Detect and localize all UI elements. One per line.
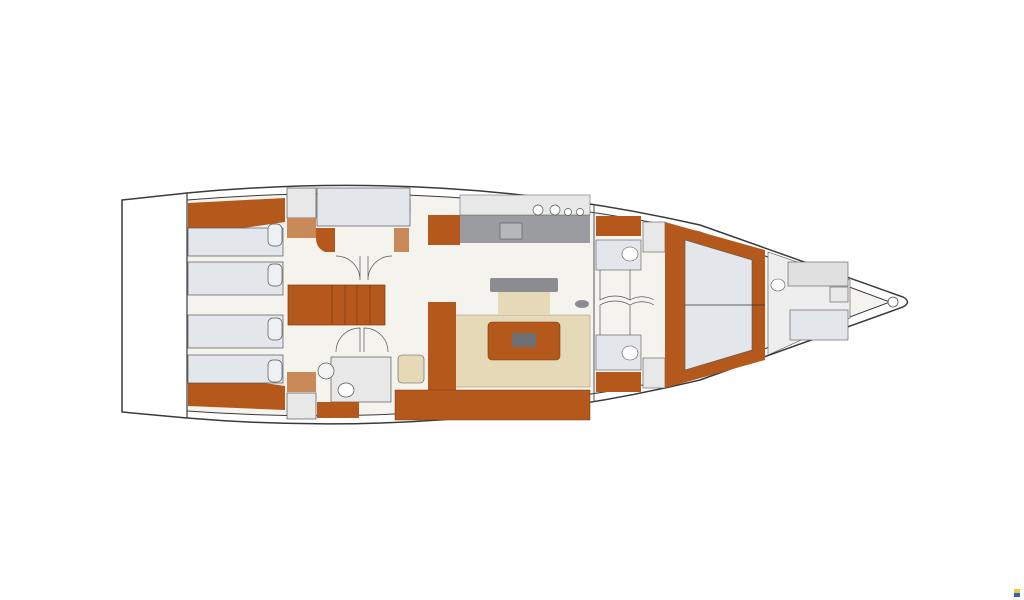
fwd-toilet-port-icon (621, 246, 639, 262)
nav-seat-cushion (498, 292, 550, 314)
aft-port-wood-panel (188, 198, 285, 236)
galley-counter (460, 215, 590, 243)
hanging-locker-fwd-stbd (642, 357, 666, 389)
hanging-locker-fwd-port (642, 221, 666, 253)
companionway-stairs (287, 284, 386, 326)
table-center-inlay (512, 333, 536, 347)
door-swings (335, 255, 655, 353)
galley-sink-icon (499, 222, 523, 240)
saloon-cabinet (428, 302, 456, 390)
forepeak-berth (789, 309, 849, 341)
stove-burners-icon (532, 204, 584, 216)
brand-mark-logo (1014, 589, 1020, 597)
mid-berth (316, 187, 411, 227)
saloon-side-cabinets (394, 389, 591, 421)
aft-cabinet-stbd (287, 372, 316, 392)
fwd-head-cabinet-port (596, 216, 641, 236)
aft-berth-3 (187, 314, 284, 349)
toilet-icon (337, 382, 355, 398)
aft-head (330, 356, 392, 403)
stair-treads (331, 285, 371, 325)
forepeak-sink (829, 286, 849, 303)
aft-berth-4 (187, 354, 284, 384)
fwd-toilet-stbd-icon (621, 345, 639, 361)
aft-head-cabinet (317, 402, 359, 418)
forepeak-toilet-icon (770, 278, 786, 292)
fwd-head-cabinet-stbd (596, 372, 641, 392)
sink-icon (317, 362, 335, 380)
wood-cabinet (394, 228, 409, 252)
hanging-locker-aft-port (286, 187, 317, 219)
forepeak-cabinet (787, 261, 849, 287)
aft-berth-1 (187, 227, 284, 257)
nav-seat-backrest (490, 278, 558, 292)
anchor-locker-icon (887, 296, 899, 308)
wood-corner (316, 228, 335, 252)
mast-step-icon (575, 300, 589, 308)
chart-table-seat (397, 354, 425, 384)
galley-wood-cabinet (428, 215, 460, 245)
brand-mark-blue (1014, 593, 1020, 597)
hanging-locker-aft-stbd (286, 392, 317, 420)
brand-mark-yellow (1014, 589, 1020, 593)
aft-cabinet-port (287, 218, 316, 238)
aft-berth-2 (187, 261, 284, 296)
